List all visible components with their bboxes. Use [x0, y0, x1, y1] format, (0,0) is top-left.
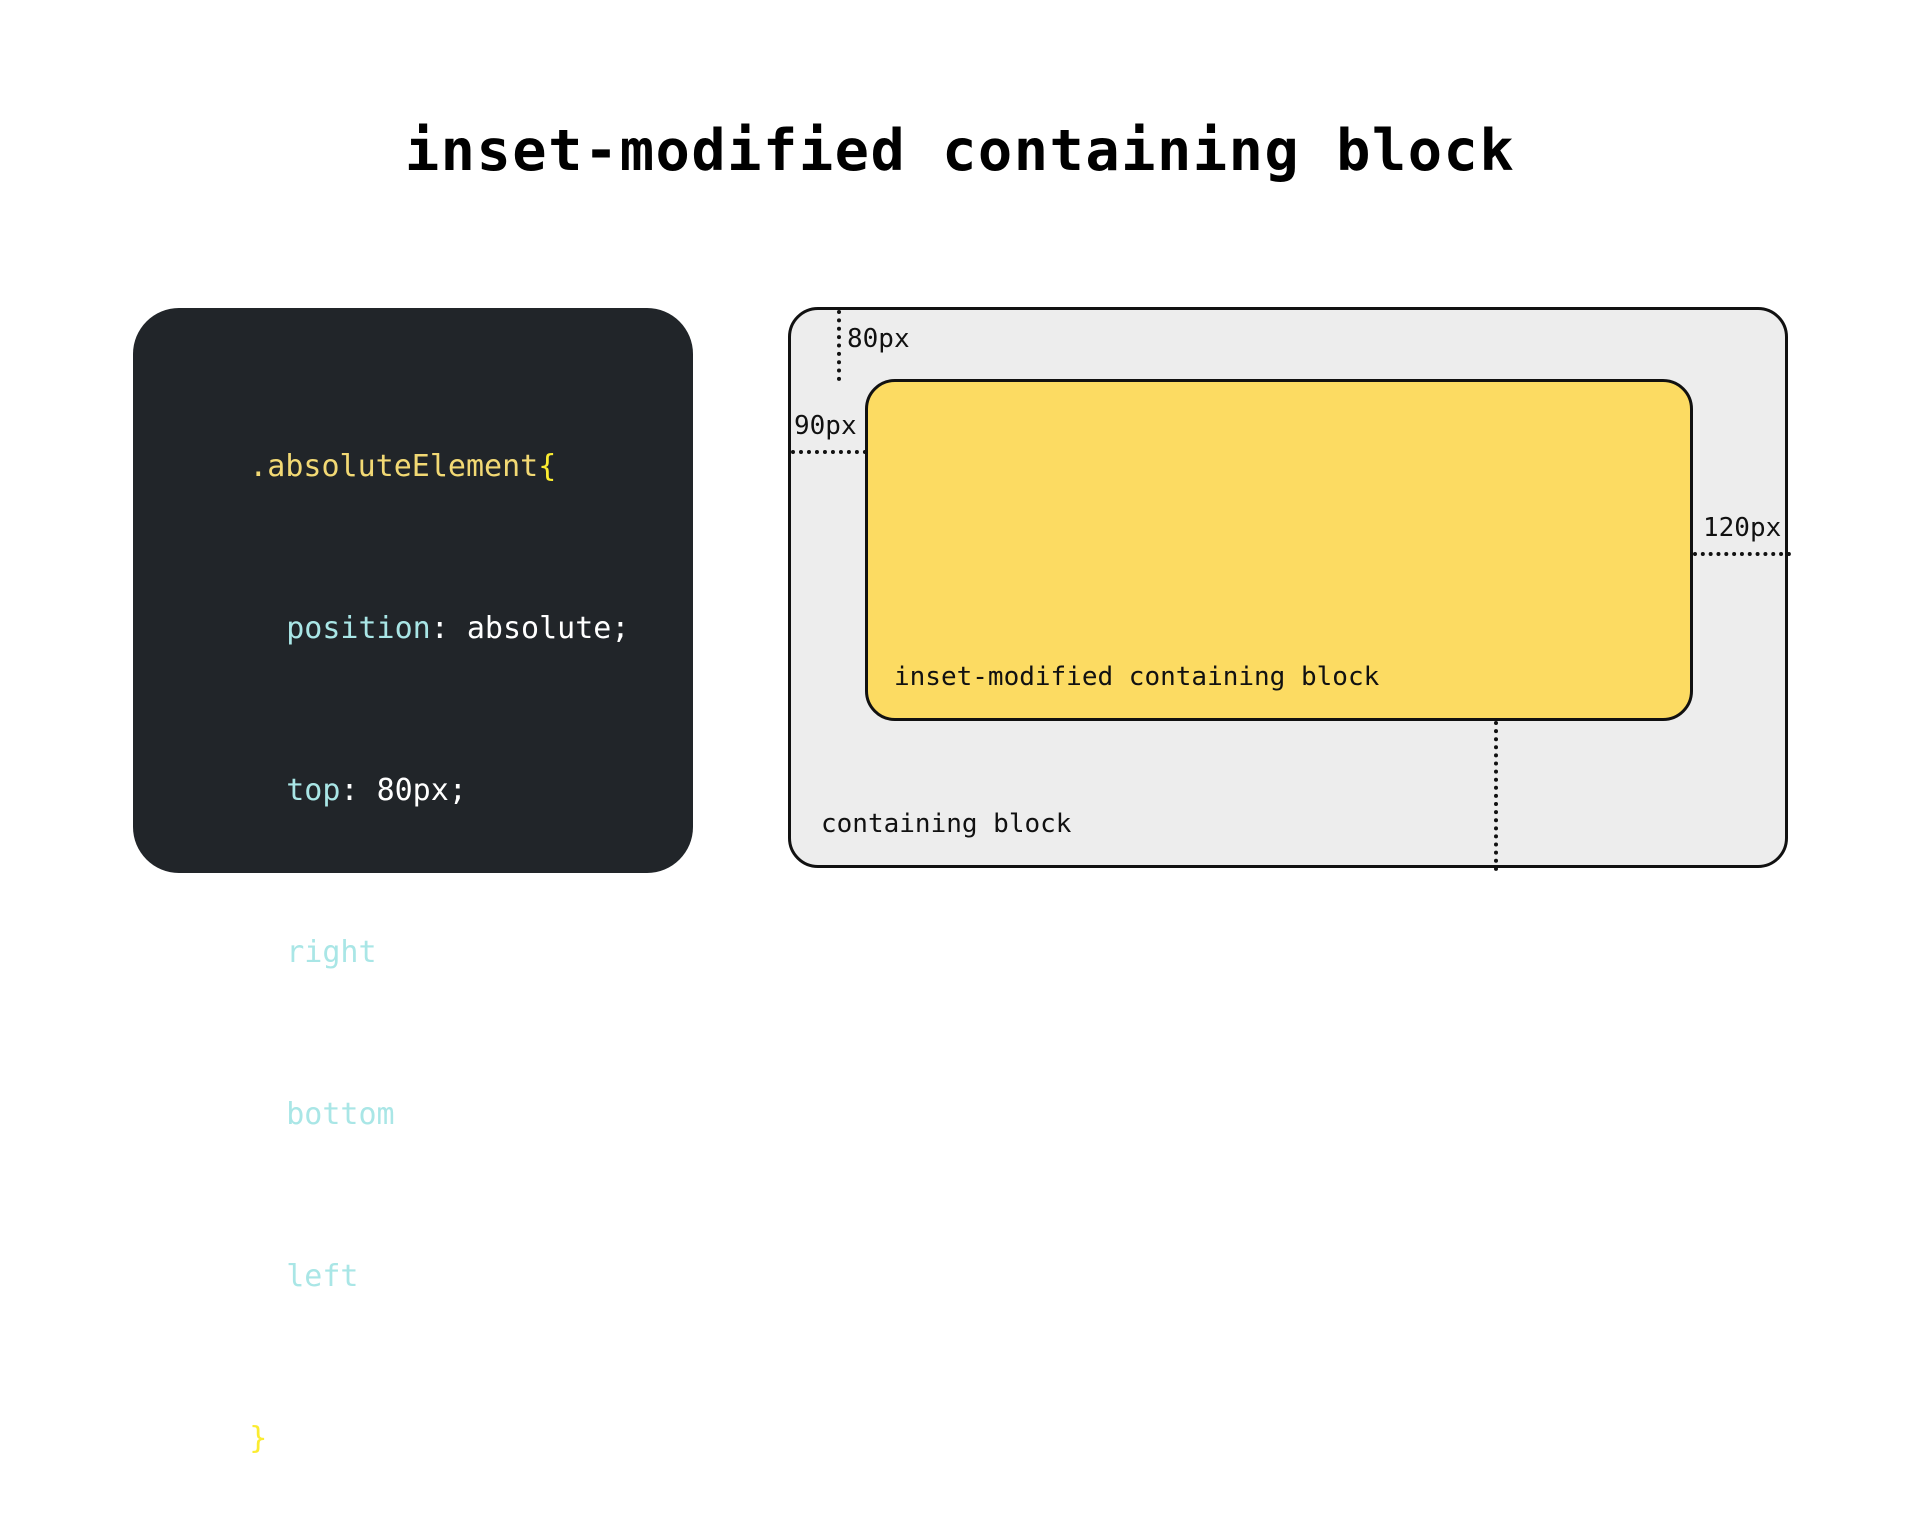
code-snippet-card: .absoluteElement{ position: absolute; to…	[133, 308, 693, 1456]
page-title: inset-modified containing block	[404, 118, 1516, 184]
guide-line-right	[1693, 552, 1791, 556]
css-colon: :	[340, 773, 377, 808]
code-line-selector: .absoluteElement{	[177, 386, 693, 548]
box-model-diagram: 80px 90px 120px 180px inset-modified con…	[788, 307, 1791, 871]
inset-modified-containing-block-label: inset-modified containing block	[894, 662, 1380, 692]
code-line-top: top: 80px;	[177, 710, 693, 872]
css-colon: :	[376, 935, 413, 970]
css-open-brace: {	[538, 449, 557, 484]
css-close-brace: }	[249, 1421, 268, 1456]
css-value-top: 80px;	[376, 773, 467, 808]
measure-label-top: 80px	[847, 324, 910, 354]
css-property-position: position	[286, 611, 431, 646]
measure-label-right: 120px	[1703, 513, 1782, 543]
containing-block-rect: 80px 90px 120px 180px inset-modified con…	[788, 307, 1791, 871]
code-line-left: left: 90px;	[177, 1196, 693, 1358]
guide-line-left	[791, 450, 867, 454]
css-colon: :	[430, 611, 467, 646]
inset-modified-containing-block-rect: inset-modified containing block	[865, 379, 1693, 721]
css-value-bottom: 180px;	[430, 1097, 540, 1132]
css-colon: :	[358, 1259, 395, 1294]
code-line-right: right: 120px;	[177, 872, 693, 1034]
css-selector: .absoluteElement	[249, 449, 539, 484]
css-property-top: top	[286, 773, 341, 808]
measure-label-left: 90px	[794, 411, 857, 441]
css-value-right: 120px;	[412, 935, 522, 970]
css-value-position: absolute;	[466, 611, 630, 646]
guide-line-top	[837, 310, 841, 381]
code-line-close-brace: }	[177, 1358, 693, 1520]
css-property-bottom: bottom	[286, 1097, 395, 1132]
css-property-right: right	[286, 935, 377, 970]
css-value-left: 90px;	[394, 1259, 485, 1294]
containing-block-label: containing block	[821, 809, 1072, 839]
code-line-bottom: bottom: 180px;	[177, 1034, 693, 1196]
guide-line-bottom	[1494, 721, 1498, 871]
css-property-left: left	[286, 1259, 359, 1294]
code-line-position: position: absolute;	[177, 548, 693, 710]
css-colon: :	[394, 1097, 431, 1132]
